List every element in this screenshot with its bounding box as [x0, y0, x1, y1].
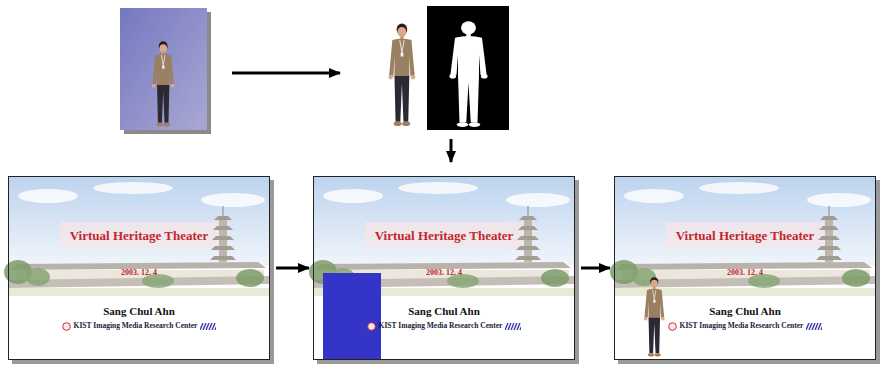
hatch-mark [809, 323, 812, 330]
author-name: Sang Chul Ahn [709, 305, 781, 318]
affiliation: KIST Imaging Media Research Center [379, 321, 503, 331]
hatch-mark [818, 323, 821, 330]
person-cutout [388, 24, 415, 127]
hatch-mark [212, 323, 215, 330]
source-photo [152, 41, 174, 126]
hatch-mark [821, 323, 822, 330]
flow-arrow [450, 139, 453, 162]
slide-title: Virtual Heritage Theater [676, 228, 815, 244]
hatch-mark [815, 323, 818, 330]
kist-logo [367, 322, 375, 330]
hatch-mark [508, 323, 511, 330]
hatch-mark [806, 323, 809, 330]
alpha-mask [427, 6, 509, 130]
source-photo [120, 8, 207, 130]
hatch-mark [806, 323, 822, 330]
hatch-mark [209, 323, 212, 330]
slide-background [610, 176, 880, 364]
flow-arrow [232, 72, 340, 75]
presentation-slide: Virtual Heritage Theater 2003. 12. 4 Sang … [614, 176, 876, 360]
kist-logo [62, 322, 71, 331]
slide-title: Virtual Heritage Theater [70, 228, 209, 244]
slide-background [4, 176, 270, 360]
composited-person [644, 277, 665, 356]
hatch-mark [517, 323, 520, 330]
blue-placeholder [323, 273, 381, 359]
slide-background [4, 176, 274, 364]
author-name: Sang Chul Ahn [408, 305, 480, 318]
kist-logo [367, 322, 376, 331]
slide-background [610, 176, 876, 360]
author-name: Sang Chul Ahn [103, 305, 175, 318]
hatch-mark [505, 323, 521, 330]
flow-arrow [581, 267, 610, 270]
affiliation-row: KIST Imaging Media Research Center [314, 321, 574, 331]
hatch-mark [200, 323, 216, 330]
presentation-slide: Virtual Heritage Theater 2003. 12. 4 Sang … [8, 176, 270, 360]
hatch-mark [514, 323, 517, 330]
presentation-slide: Virtual Heritage Theater 2003. 12. 4 Sang … [313, 176, 575, 360]
source-photo [120, 8, 211, 134]
slide-date: 2003. 12. 4 [426, 268, 462, 278]
slide-title: Virtual Heritage Theater [375, 228, 514, 244]
hatch-mark [200, 323, 203, 330]
person-cutout [388, 24, 415, 127]
kist-logo [668, 322, 676, 330]
slide-content: Virtual Heritage Theater 2003. 12. 4 Sang … [9, 177, 269, 331]
hatch-mark [812, 323, 815, 330]
slide-background [309, 176, 575, 360]
kist-logo [668, 322, 677, 331]
hatch-mark [203, 323, 206, 330]
slide-date: 2003. 12. 4 [727, 268, 763, 278]
hatch-mark [215, 323, 216, 330]
affiliation-row: KIST Imaging Media Research Center [9, 321, 269, 331]
affiliation: KIST Imaging Media Research Center [74, 321, 198, 331]
affiliation-row: KIST Imaging Media Research Center [615, 321, 875, 331]
alpha-mask [449, 21, 487, 127]
kist-logo [62, 322, 70, 330]
slide-content: Virtual Heritage Theater 2003. 12. 4 Sang … [615, 177, 875, 331]
hatch-mark [511, 323, 514, 330]
hatch-mark [520, 323, 521, 330]
slide-background [309, 176, 579, 364]
slide-date: 2003. 12. 4 [121, 268, 157, 278]
hatch-mark [505, 323, 508, 330]
alpha-mask [427, 6, 509, 130]
hatch-mark [206, 323, 209, 330]
affiliation: KIST Imaging Media Research Center [680, 321, 804, 331]
flow-arrow [276, 267, 309, 270]
slide-content: Virtual Heritage Theater 2003. 12. 4 Sang … [314, 177, 574, 331]
